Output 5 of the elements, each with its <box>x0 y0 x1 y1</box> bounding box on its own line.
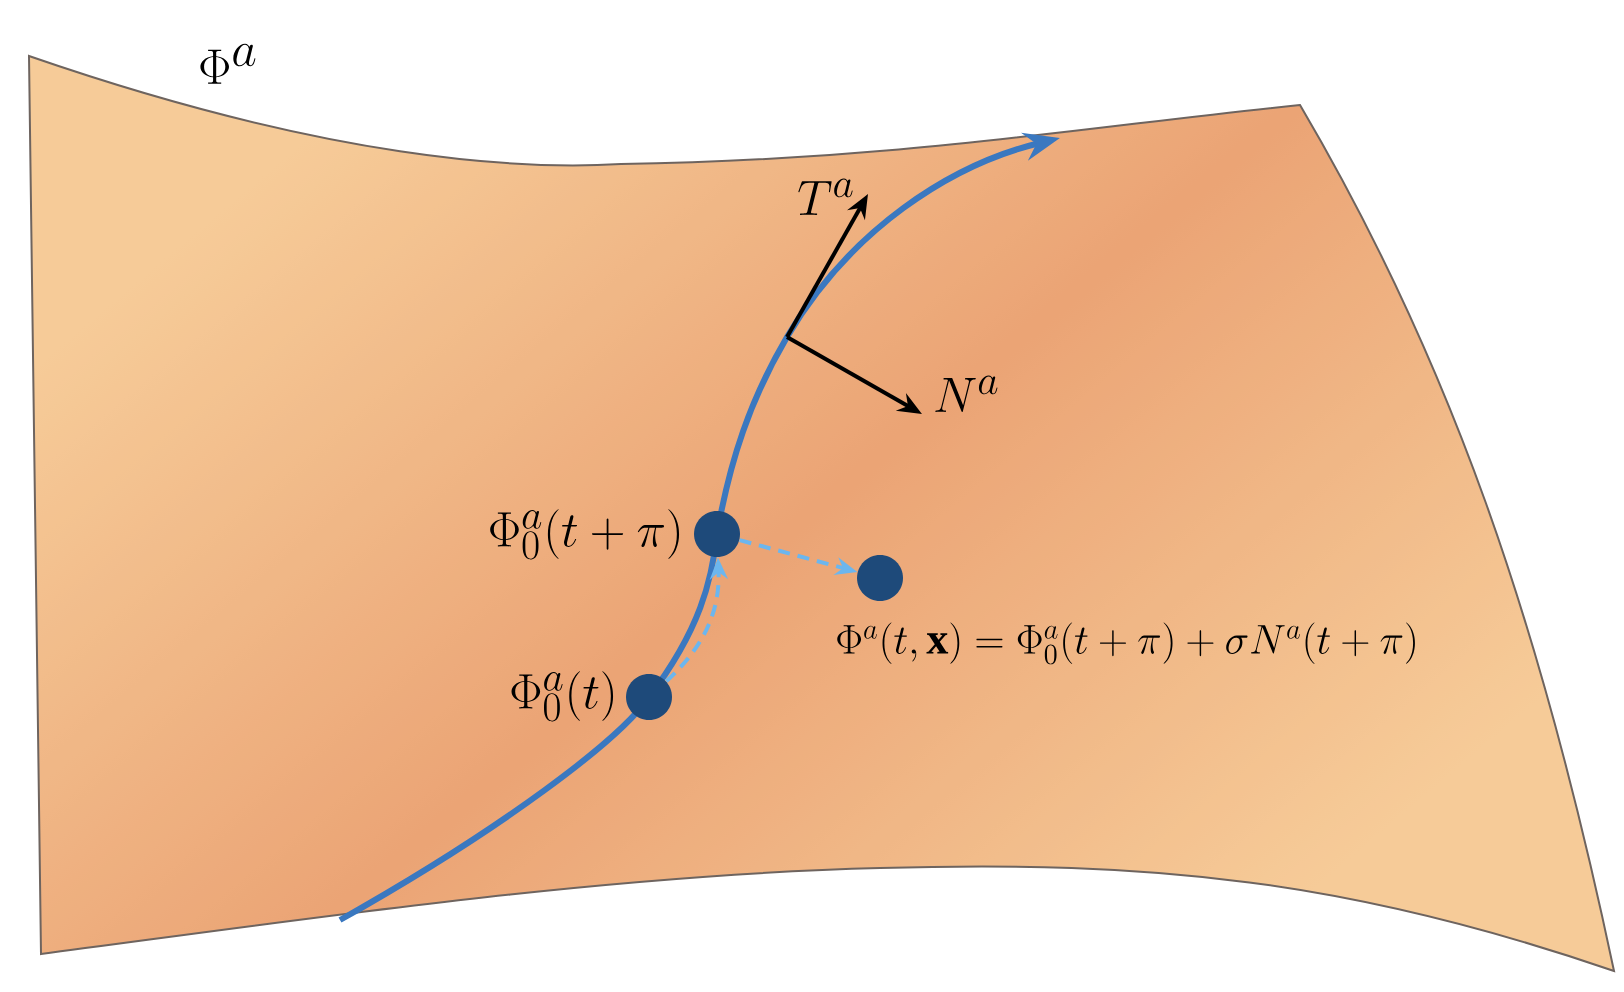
vector-label: $N^a$ <box>935 375 998 412</box>
point-label: $\Phi^a_0(t+\pi)$ <box>490 509 680 560</box>
point-label: $\Phi^a_0(t)$ <box>511 671 614 722</box>
point-label: $\Phi^a(t,\mathbf{x}) = \Phi^a_0(t+\pi) + \sigma N^a(t+\pi)$ <box>837 622 1415 665</box>
vector-label: $T^a$ <box>798 178 853 215</box>
